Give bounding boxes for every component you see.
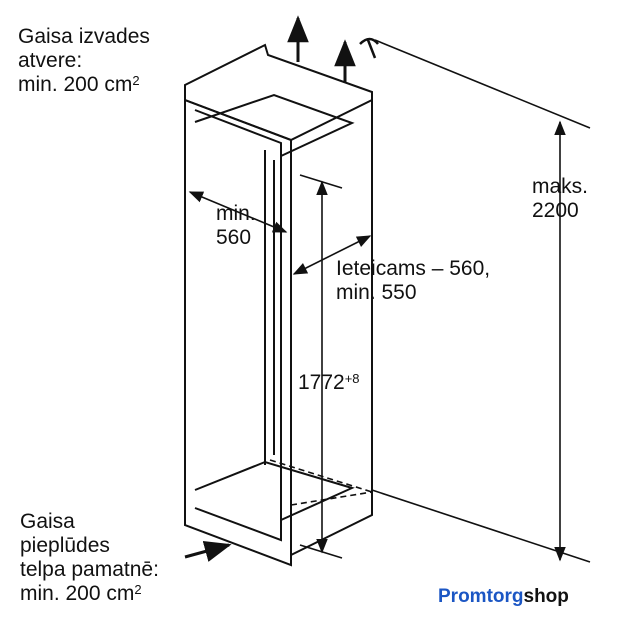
niche-height-value: 1772 [298, 371, 345, 394]
depth-label: Ieteicams – 560, min. 550 [336, 257, 490, 305]
exhaust-label: Gaisa izvades atvere: min. 200 cm2 [18, 25, 150, 97]
brand-part2: shop [523, 586, 569, 607]
intake-label: Gaisa pieplūdes telpa pamatnē: min. 200 … [20, 510, 159, 606]
brand-logo: Promtorgshop [438, 586, 569, 608]
exhaust-area: min. 200 cm [18, 73, 133, 96]
niche-height-tolerance: +8 [344, 371, 360, 386]
intake-area: min. 200 cm [20, 582, 135, 605]
width-line1: min. [216, 202, 256, 225]
cabinet-outline [184, 43, 373, 567]
intake-line1: Gaisa [20, 510, 75, 533]
width-line2: 560 [216, 226, 252, 249]
depth-line1: Ieteicams – 560, [336, 257, 491, 280]
depth-line2: min. 550 [336, 281, 417, 304]
exhaust-line3: min. 200 cm2 [18, 73, 150, 97]
max-height-label: maks. 2200 [532, 175, 588, 223]
intake-sup: 2 [134, 582, 142, 597]
intake-line2: pieplūdes [20, 534, 110, 557]
max-height-line2: 2200 [532, 199, 579, 222]
exhaust-sup: 2 [132, 73, 140, 88]
max-height-line1: maks. [532, 175, 589, 198]
dashed-floor [269, 459, 373, 506]
brand-part1: Promtorg [438, 586, 524, 607]
dimension-lines [184, 15, 591, 563]
width-label: min. 560 [216, 202, 256, 250]
exhaust-line1: Gaisa izvades [18, 25, 150, 48]
exhaust-line2: atvere: [18, 49, 83, 72]
niche-height-label: 1772+8 [298, 371, 360, 395]
intake-line4: min. 200 cm2 [20, 582, 159, 606]
intake-line3: telpa pamatnē: [20, 558, 159, 581]
